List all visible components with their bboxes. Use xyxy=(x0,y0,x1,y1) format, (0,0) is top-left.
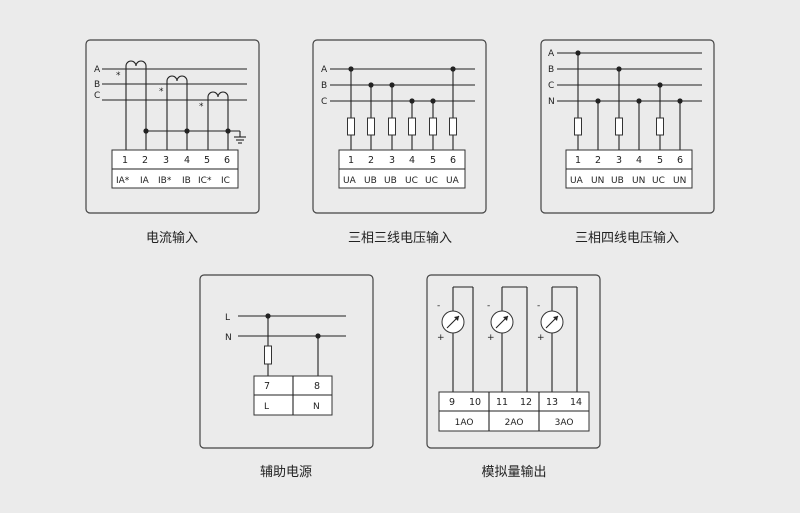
terminal-number: 10 xyxy=(469,397,481,408)
terminal-number: 2 xyxy=(595,155,601,166)
polarity-mark-a: * xyxy=(116,71,121,81)
terminal-signal: L xyxy=(264,402,269,412)
terminal-number: 2 xyxy=(142,155,148,166)
terminal-signal: UB xyxy=(611,176,624,186)
terminal-number: 3 xyxy=(389,155,395,166)
terminal-signal: IC* xyxy=(198,176,212,186)
line-label-b: B xyxy=(321,81,327,91)
line-label-b: B xyxy=(94,80,100,90)
polarity-plus: + xyxy=(487,333,495,343)
terminal-signal: N xyxy=(313,402,320,412)
terminal-number: 14 xyxy=(570,397,582,408)
terminal-signal: IA xyxy=(140,176,150,186)
terminal-number: 1 xyxy=(122,155,128,166)
terminal-number: 3 xyxy=(163,155,169,166)
polarity-mark-c: * xyxy=(199,102,204,112)
line-label-a: A xyxy=(94,65,101,75)
terminal-number: 5 xyxy=(657,155,663,166)
terminal-signal: UN xyxy=(673,176,686,186)
terminal-number: 6 xyxy=(450,155,456,166)
caption-current-input: 电流输入 xyxy=(146,230,198,246)
polarity-plus: + xyxy=(537,333,545,343)
terminal-number: 3 xyxy=(616,155,622,166)
caption-three-phase-three-wire: 三相三线电压输入 xyxy=(348,230,452,246)
terminal-signal: IB xyxy=(182,176,191,186)
line-label-a: A xyxy=(548,49,555,59)
three-phase-four-wire-diagram: A B C N 1 2 3 4 5 6 UA UN UB UN UC xyxy=(540,39,715,214)
terminal-signal: UN xyxy=(591,176,604,186)
terminal-signal: UC xyxy=(425,176,438,186)
line-label-n: N xyxy=(225,333,232,343)
polarity-plus: + xyxy=(437,333,445,343)
terminal-number: 5 xyxy=(204,155,210,166)
aux-power-diagram: L N 7 8 L N xyxy=(199,274,374,449)
line-label-a: A xyxy=(321,65,328,75)
polarity-minus: - xyxy=(487,301,490,311)
terminal-signal: UB xyxy=(364,176,377,186)
terminal-number: 11 xyxy=(496,397,508,408)
line-label-c: C xyxy=(548,81,554,91)
caption-analog-output: 模拟量输出 xyxy=(481,464,546,480)
terminal-number: 8 xyxy=(314,381,320,392)
caption-three-phase-four-wire: 三相四线电压输入 xyxy=(575,230,679,246)
terminal-number: 6 xyxy=(224,155,230,166)
polarity-mark-b: * xyxy=(159,87,164,97)
terminal-signal: IC xyxy=(221,176,230,186)
terminal-number: 6 xyxy=(677,155,683,166)
terminal-number: 4 xyxy=(184,155,190,166)
terminal-number: 7 xyxy=(264,381,270,392)
polarity-minus: - xyxy=(537,301,540,311)
terminal-signal: UC xyxy=(652,176,665,186)
terminal-number: 1 xyxy=(575,155,581,166)
terminal-signal: IA* xyxy=(116,176,130,186)
line-label-l: L xyxy=(225,313,230,323)
terminal-signal: UA xyxy=(570,176,584,186)
terminal-number: 13 xyxy=(546,397,558,408)
terminal-number: 4 xyxy=(636,155,642,166)
current-input-diagram: A B C * * * 1 2 3 4 xyxy=(85,39,260,214)
three-phase-three-wire-diagram: A B C 1 2 3 4 5 6 UA UB UB xyxy=(312,39,487,214)
polarity-minus: - xyxy=(437,301,440,311)
terminal-number: 5 xyxy=(430,155,436,166)
terminal-number: 1 xyxy=(348,155,354,166)
line-label-c: C xyxy=(94,91,100,101)
line-label-b: B xyxy=(548,65,554,75)
terminal-signal: IB* xyxy=(158,176,172,186)
terminal-signal: UN xyxy=(632,176,645,186)
terminal-signal: UA xyxy=(343,176,357,186)
terminal-signal: UC xyxy=(405,176,418,186)
output-group-label: 3AO xyxy=(555,418,574,428)
analog-output-diagram: - + - + - + 9 10 11 12 13 14 1AO 2AO xyxy=(426,274,601,449)
terminal-number: 2 xyxy=(368,155,374,166)
terminal-number: 4 xyxy=(409,155,415,166)
terminal-signal: UA xyxy=(446,176,460,186)
terminal-number: 12 xyxy=(520,397,532,408)
caption-aux-power: 辅助电源 xyxy=(260,465,312,480)
terminal-signal: UB xyxy=(384,176,397,186)
terminal-number: 9 xyxy=(449,397,455,408)
line-label-n: N xyxy=(548,97,555,107)
line-label-c: C xyxy=(321,97,327,107)
output-group-label: 1AO xyxy=(455,418,474,428)
output-group-label: 2AO xyxy=(505,418,524,428)
